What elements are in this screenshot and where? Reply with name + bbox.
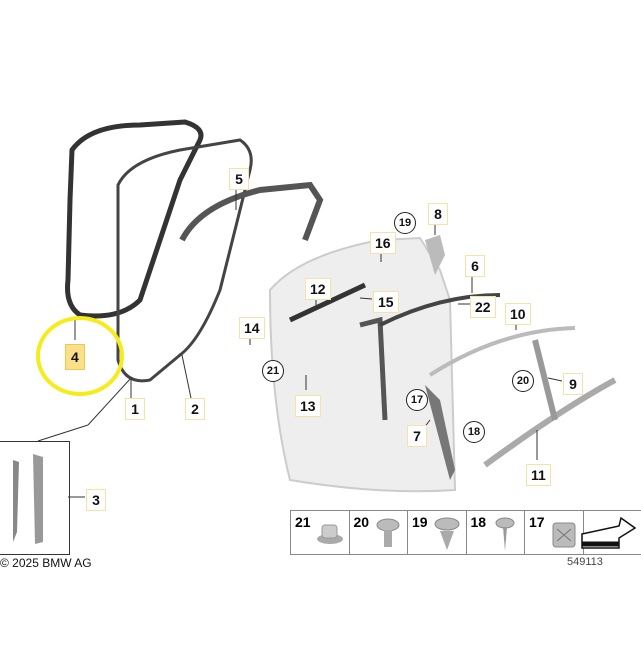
- door-panel: [268, 236, 457, 493]
- callout-7[interactable]: 7: [407, 425, 427, 447]
- callout-19[interactable]: 19: [394, 212, 416, 234]
- callout-6[interactable]: 6: [465, 255, 485, 277]
- callout-20[interactable]: 20: [512, 370, 534, 392]
- door-seal-1: [116, 138, 253, 383]
- callout-21[interactable]: 21: [262, 360, 284, 382]
- legend-number: 20: [353, 514, 370, 530]
- copyright: © 2025 BMW AG: [0, 556, 92, 570]
- callout-10[interactable]: 10: [505, 303, 531, 325]
- direction-arrow-icon: [581, 516, 637, 549]
- legend-item-19[interactable]: 19: [408, 511, 467, 554]
- callout-5[interactable]: 5: [229, 168, 249, 190]
- fastener-legend: 21 20 19 18 17: [290, 510, 641, 555]
- callout-18[interactable]: 18: [463, 421, 485, 443]
- callout-2[interactable]: 2: [185, 398, 205, 420]
- outer-seal: [65, 119, 204, 319]
- expanding-rivet-icon: [434, 517, 459, 550]
- legend-item-17[interactable]: 17: [525, 511, 584, 554]
- callout-22[interactable]: 22: [470, 296, 496, 318]
- callout-8[interactable]: 8: [428, 203, 448, 225]
- window-channel-5: [179, 181, 324, 242]
- arrow-cell: [581, 511, 641, 554]
- callout-14[interactable]: 14: [239, 317, 265, 339]
- legend-number: 21: [295, 514, 311, 530]
- screw-icon: [376, 518, 400, 547]
- clip-icon: [552, 522, 575, 548]
- callout-15[interactable]: 15: [373, 291, 399, 313]
- callout-16[interactable]: 16: [370, 232, 396, 254]
- legend-item-21[interactable]: 21: [291, 511, 350, 554]
- callout-1[interactable]: 1: [125, 398, 145, 420]
- legend-number: 17: [529, 514, 545, 530]
- callout-11[interactable]: 11: [526, 464, 551, 486]
- tapping-screw-icon: [495, 517, 515, 551]
- clip-nut-icon: [316, 524, 343, 544]
- legend-item-18[interactable]: 18: [467, 511, 525, 554]
- legend-number: 19: [412, 514, 428, 530]
- callout-3[interactable]: 3: [86, 489, 106, 511]
- legend-item-20[interactable]: 20: [350, 511, 408, 554]
- callout-17[interactable]: 17: [406, 389, 428, 411]
- callout-4-highlighted[interactable]: 4: [65, 344, 85, 370]
- part-3-inset: [0, 441, 70, 555]
- diagram-id: 549113: [567, 556, 603, 568]
- legend-number: 18: [470, 514, 487, 530]
- callout-12[interactable]: 12: [305, 278, 331, 300]
- highlight-ring: [36, 316, 124, 396]
- callout-9[interactable]: 9: [563, 373, 583, 395]
- callout-13[interactable]: 13: [295, 395, 321, 417]
